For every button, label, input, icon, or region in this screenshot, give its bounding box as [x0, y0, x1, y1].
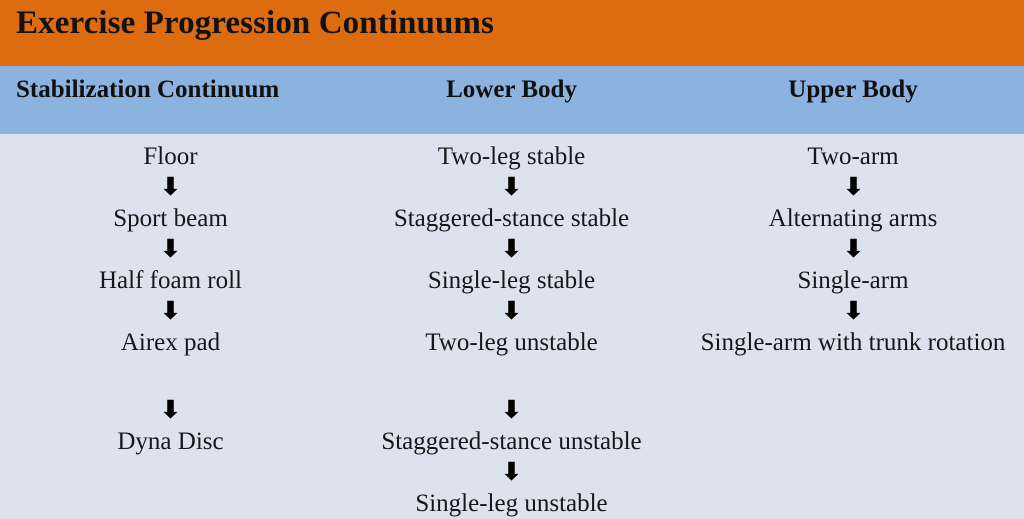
- arrow-down-icon: ⬇: [0, 397, 341, 422]
- title-band: Exercise Progression Continuums: [0, 0, 1024, 66]
- flow-item: Floor: [143, 143, 198, 170]
- flow-item: Alternating arms: [768, 205, 938, 232]
- arrow-down-icon: ⬇: [682, 236, 1024, 261]
- flow-item: Staggered-stance stable: [393, 205, 630, 232]
- column-top-spacer: [0, 134, 341, 143]
- arrow-down-glyph: ⬇: [841, 234, 864, 263]
- column-header-stabilization-continuum: Stabilization Continuum: [16, 76, 280, 103]
- arrow-down-icon: ⬇: [341, 236, 682, 261]
- arrow-down-glyph: ⬇: [500, 296, 523, 325]
- column-top-spacer: [341, 134, 682, 143]
- arrow-down-glyph: ⬇: [159, 172, 182, 201]
- arrow-down-glyph: ⬇: [500, 172, 523, 201]
- flow-item: Dyna Disc: [117, 428, 224, 455]
- arrow-down-glyph: ⬇: [159, 395, 182, 424]
- flow-item: Single-arm with trunk rotation: [700, 329, 1006, 356]
- arrow-down-icon: ⬇: [341, 397, 682, 422]
- column-top-spacer: [682, 134, 1024, 143]
- arrow-down-glyph: ⬇: [500, 457, 523, 486]
- arrow-down-icon: ⬇: [341, 459, 682, 484]
- flow-item: Staggered-stance unstable: [381, 428, 642, 455]
- flow-item: Single-leg unstable: [415, 490, 608, 517]
- continuum-column-stabilization: Floor⬇Sport beam⬇Half foam roll⬇Airex pa…: [0, 134, 341, 519]
- flow-item: Half foam roll: [98, 267, 242, 294]
- flow-item: Airex pad: [120, 329, 221, 356]
- arrow-down-icon: ⬇: [341, 298, 682, 323]
- page-title: Exercise Progression Continuums: [16, 5, 494, 41]
- arrow-down-glyph: ⬇: [841, 172, 864, 201]
- flow-extra-gap: [0, 357, 341, 397]
- arrow-down-glyph: ⬇: [500, 395, 523, 424]
- arrow-down-glyph: ⬇: [500, 234, 523, 263]
- continuum-body: Floor⬇Sport beam⬇Half foam roll⬇Airex pa…: [0, 134, 1024, 519]
- arrow-down-icon: ⬇: [0, 174, 341, 199]
- flow-item: Two-leg stable: [437, 143, 586, 170]
- column-header-lower-body: Lower Body: [446, 76, 577, 103]
- flow-item: Two-arm: [807, 143, 899, 170]
- arrow-down-icon: ⬇: [682, 298, 1024, 323]
- flow-item: Sport beam: [113, 205, 228, 232]
- arrow-down-glyph: ⬇: [841, 296, 864, 325]
- arrow-down-icon: ⬇: [682, 174, 1024, 199]
- column-header-upper-body: Upper Body: [788, 76, 918, 103]
- arrow-down-glyph: ⬇: [159, 234, 182, 263]
- flow-extra-gap: [341, 357, 682, 397]
- arrow-down-icon: ⬇: [0, 298, 341, 323]
- arrow-down-icon: ⬇: [341, 174, 682, 199]
- column-header-band: Stabilization Continuum Lower Body Upper…: [0, 66, 1024, 134]
- flow-item: Two-leg unstable: [425, 329, 598, 356]
- continuum-column-lower-body: Two-leg stable⬇Staggered-stance stable⬇S…: [341, 134, 682, 519]
- flow-item: Single-arm: [797, 267, 909, 294]
- arrow-down-icon: ⬇: [0, 236, 341, 261]
- flow-item: Single-leg stable: [427, 267, 596, 294]
- arrow-down-glyph: ⬇: [159, 296, 182, 325]
- continuum-column-upper-body: Two-arm⬇Alternating arms⬇Single-arm⬇Sing…: [682, 134, 1024, 519]
